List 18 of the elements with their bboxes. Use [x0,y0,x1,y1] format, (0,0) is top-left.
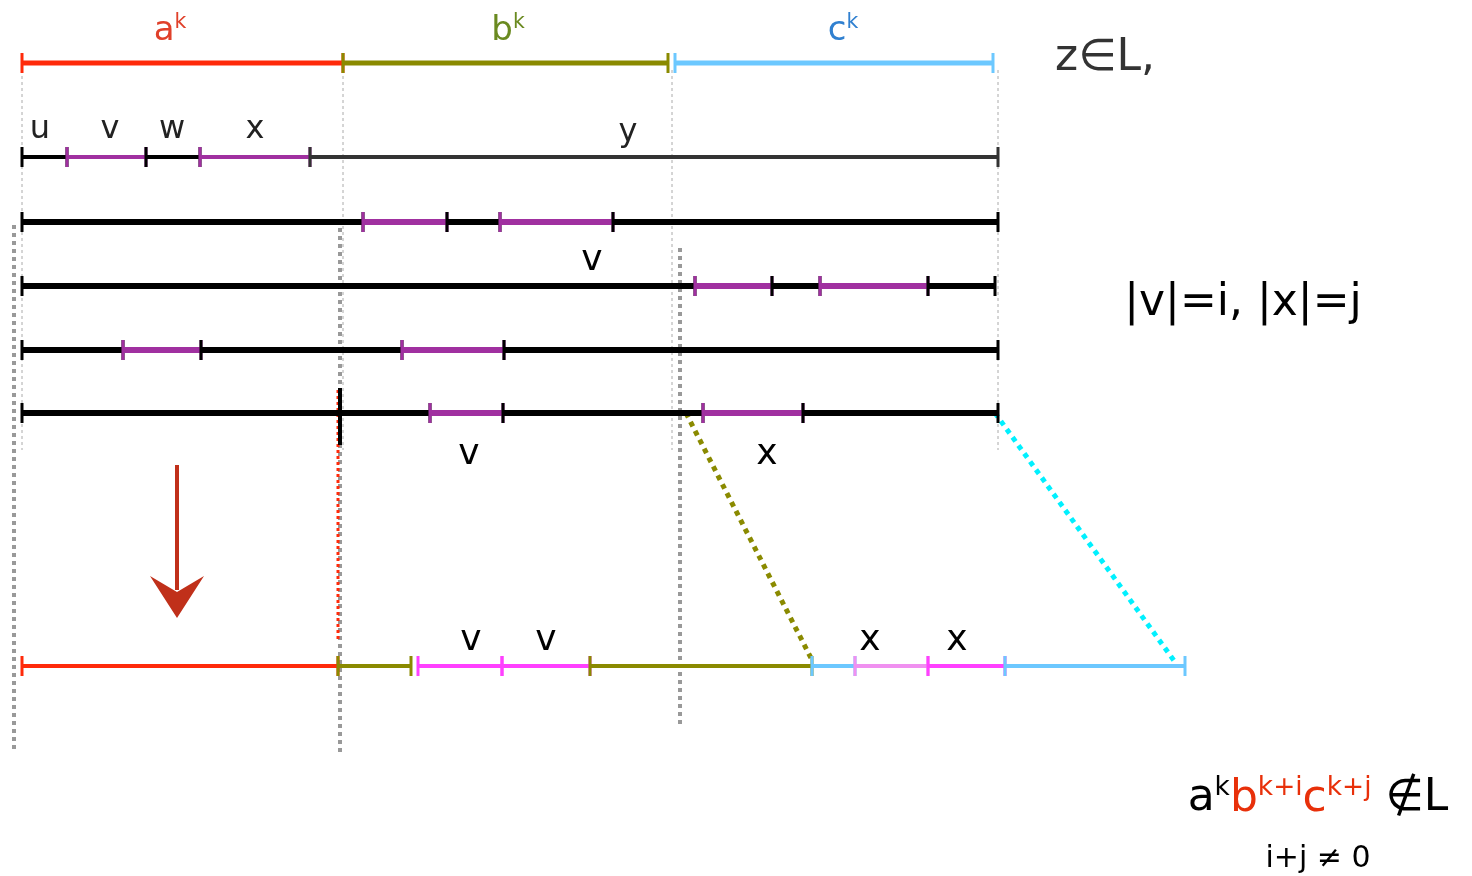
part-label: u [29,111,51,143]
membership-label: z∈L, [1055,33,1155,77]
part-label: y [618,114,638,146]
condition-label: i+j ≠ 0 [1265,842,1371,872]
part-label: w [158,111,186,143]
part-label: x [859,620,881,656]
result-formula: a$^{k}$b$^{k+i}$c$^{k+j}$ ∉L [1187,772,1449,818]
part-label: x [756,434,778,470]
part-label: v [460,620,482,656]
part-label: x [946,620,968,656]
string-label: c$^{k}$ [827,10,859,46]
part-label: v [535,620,557,656]
string-label: a$^{k}$ [153,10,187,46]
part-label: v [581,240,603,276]
part-label: x [245,111,265,143]
string-label: b$^{k}$ [491,10,525,46]
part-label: v [458,434,480,470]
part-label: v [100,111,120,143]
